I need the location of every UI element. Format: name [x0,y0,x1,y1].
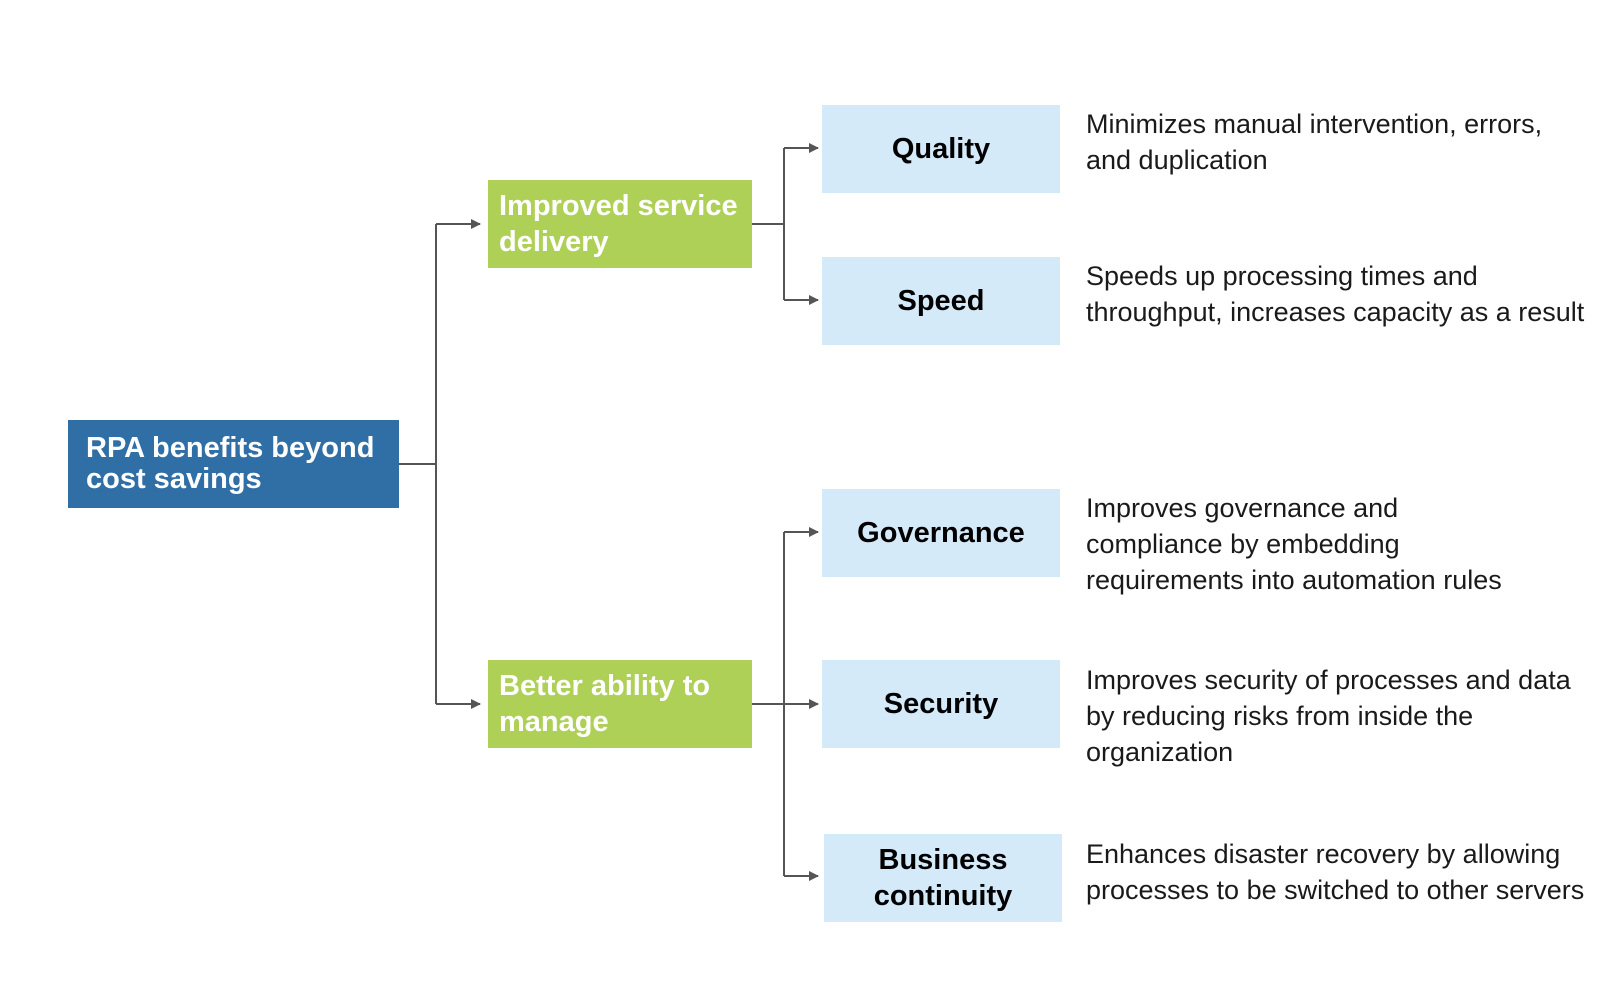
root-node: RPA benefits beyond cost savings [68,420,399,508]
benefit-label: Governance [857,517,1025,549]
description-business-continuity: Enhances disaster recovery by allowing p… [1086,839,1585,905]
description-governance: Improves governance and compliance by em… [1086,493,1502,595]
benefit-node-speed: Speed [822,257,1060,345]
description-speed: Speeds up processing times and throughpu… [1086,261,1585,327]
benefit-label: Speed [897,285,985,317]
benefit-node-governance: Governance [822,489,1060,577]
root-label: RPA benefits beyond cost savings [86,432,375,495]
benefit-label: Business continuity [873,844,1013,912]
benefit-node-security: Security [822,660,1060,748]
description-security: Improves security of processes and data … [1086,665,1571,767]
group-label: Improved service delivery [499,190,738,258]
benefit-label: Security [883,688,999,720]
benefit-label: Quality [891,133,991,165]
benefit-node-business-continuity: Business continuity [824,834,1062,922]
benefit-node-quality: Quality [822,105,1060,193]
group-node-service-delivery: Improved service delivery [488,180,752,268]
group-label: Better ability to manage [499,670,711,738]
group-node-ability-to-manage: Better ability to manage [488,660,752,748]
description-quality: Minimizes manual intervention, errors, a… [1086,109,1543,175]
